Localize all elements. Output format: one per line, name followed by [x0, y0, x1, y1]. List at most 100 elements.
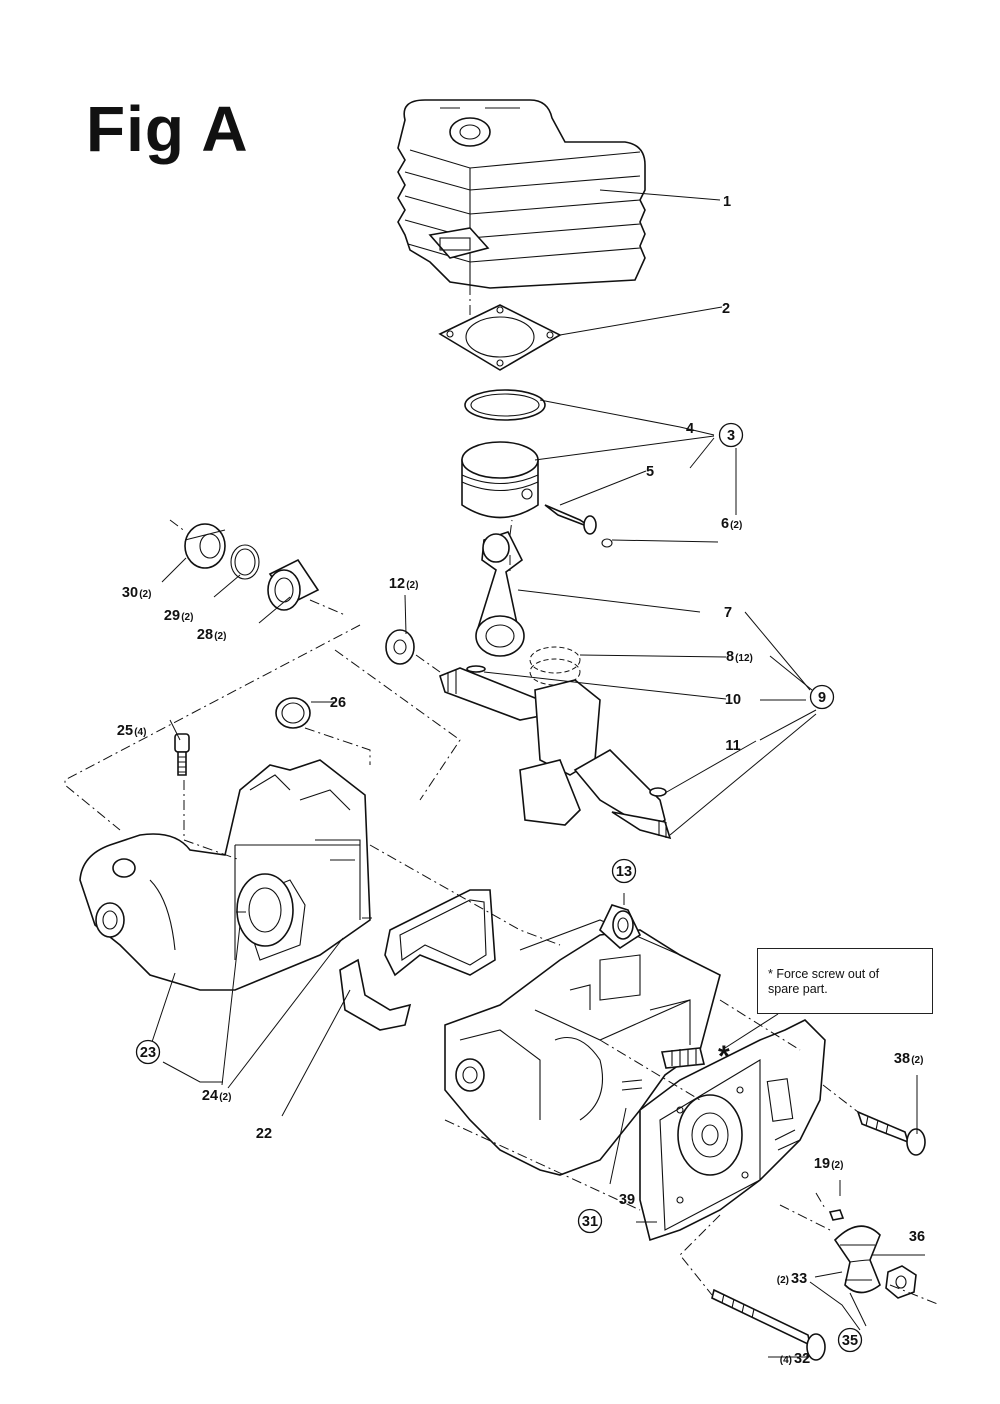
part-label-39: 39	[619, 1192, 635, 1208]
part-number: 11	[725, 738, 740, 754]
crankcase-right-part	[444, 919, 721, 1176]
part-number: 8	[726, 649, 734, 665]
part-number: 23	[140, 1045, 156, 1061]
callout-circle	[611, 858, 637, 884]
part-labels: 123456(2)78(12)9101112(2)1319(2)222324(2…	[117, 194, 925, 1367]
woodruff-key-part	[466, 665, 486, 673]
part-label-23: 23	[135, 1039, 161, 1065]
figure-title: Fig A	[86, 93, 249, 165]
pin-part	[828, 1209, 845, 1221]
part-label-12: 12(2)	[389, 576, 419, 592]
part-number: 30	[122, 585, 138, 601]
note-line-2: spare part.	[768, 982, 828, 996]
crankcase-left-part	[79, 759, 371, 991]
part-number: 1	[723, 194, 731, 210]
part-label-1: 1	[723, 194, 731, 210]
seal-ring-part	[184, 523, 226, 569]
part-number: 10	[725, 692, 741, 708]
part-label-36: 36	[909, 1229, 925, 1245]
part-label-10: 10	[725, 692, 741, 708]
cylinder-gasket-part	[438, 304, 562, 371]
part-number: 39	[619, 1192, 635, 1208]
part-label-31: 31	[577, 1208, 603, 1234]
part-label-4: 4	[686, 421, 694, 437]
part-number: 26	[330, 695, 346, 711]
roller-bearing-part	[267, 558, 320, 611]
quantity: (2)	[139, 589, 151, 600]
crankcase-gasket-part	[339, 889, 496, 1031]
part-label-19: 19(2)	[814, 1156, 844, 1172]
needle-bearing-part	[529, 646, 581, 686]
part-number: 32	[794, 1351, 810, 1367]
socket-screw-part	[174, 733, 190, 776]
woodruff-key-2-part	[649, 787, 667, 797]
part-label-32: 32(4)	[780, 1351, 810, 1367]
quantity: (2)	[219, 1092, 231, 1103]
side-plate-part	[639, 1019, 826, 1242]
chain-catcher-part	[599, 904, 642, 950]
callout-circle	[837, 1327, 863, 1353]
nut-part	[885, 1265, 917, 1299]
part-label-13: 13	[611, 858, 637, 884]
part-label-2: 2	[722, 301, 730, 317]
rubber-buffer-part	[621, 1079, 643, 1091]
part-number: 5	[646, 464, 654, 480]
part-label-22: 22	[256, 1126, 272, 1142]
quantity: (12)	[735, 653, 753, 664]
retaining-ring-part	[230, 544, 260, 580]
crankshaft-part	[439, 667, 672, 840]
quantity: (2)	[777, 1275, 789, 1286]
connecting-rod-part	[475, 531, 525, 657]
quantity: (2)	[181, 612, 193, 623]
screw-long-part	[856, 1110, 926, 1156]
part-label-11: 11	[725, 738, 740, 754]
part-label-38: 38(2)	[894, 1051, 924, 1067]
stud-bolt-part	[661, 1047, 705, 1069]
screw-long-2-part	[711, 1288, 826, 1361]
asterisk-mark: *	[718, 1040, 730, 1073]
part-label-35: 35	[837, 1327, 863, 1353]
part-number: 12	[389, 576, 405, 592]
part-number: 13	[616, 864, 632, 880]
quantity: (4)	[780, 1355, 792, 1366]
part-label-29: 29(2)	[164, 608, 194, 624]
note-line-1: * Force screw out of	[768, 967, 880, 981]
part-label-26: 26	[330, 695, 346, 711]
part-number: 3	[727, 428, 735, 444]
plug-part	[275, 697, 311, 729]
part-number: 35	[842, 1333, 858, 1349]
quantity: (4)	[134, 727, 146, 738]
quantity: (2)	[831, 1160, 843, 1171]
part-number: 38	[894, 1051, 910, 1067]
part-number: 36	[909, 1229, 925, 1245]
part-label-24: 24(2)	[202, 1088, 232, 1104]
part-number: 9	[818, 690, 826, 706]
callout-circle	[718, 422, 744, 448]
part-number: 33	[791, 1271, 807, 1287]
part-label-8: 8(12)	[726, 649, 753, 665]
part-number: 31	[582, 1214, 598, 1230]
part-number: 19	[814, 1156, 830, 1172]
quantity: (2)	[406, 580, 418, 591]
part-number: 6	[721, 516, 729, 532]
part-label-5: 5	[646, 464, 654, 480]
spare-part-note: * Force screw out of spare part.	[757, 948, 933, 1014]
part-number: 28	[197, 627, 213, 643]
piston-pin-part	[544, 504, 597, 535]
callout-circle	[809, 684, 835, 710]
part-label-9: 9	[809, 684, 835, 710]
leader-lines	[150, 189, 925, 1358]
callout-circle	[577, 1208, 603, 1234]
part-label-25: 25(4)	[117, 723, 147, 739]
quantity: (2)	[730, 520, 742, 531]
cylinder-part	[397, 99, 646, 289]
part-label-6: 6(2)	[721, 516, 742, 532]
part-number: 4	[686, 421, 694, 437]
part-number: 29	[164, 608, 180, 624]
quantity: (2)	[911, 1055, 923, 1066]
part-number: 22	[256, 1126, 272, 1142]
thrust-washer-part	[385, 629, 415, 665]
callout-circle	[135, 1039, 161, 1065]
